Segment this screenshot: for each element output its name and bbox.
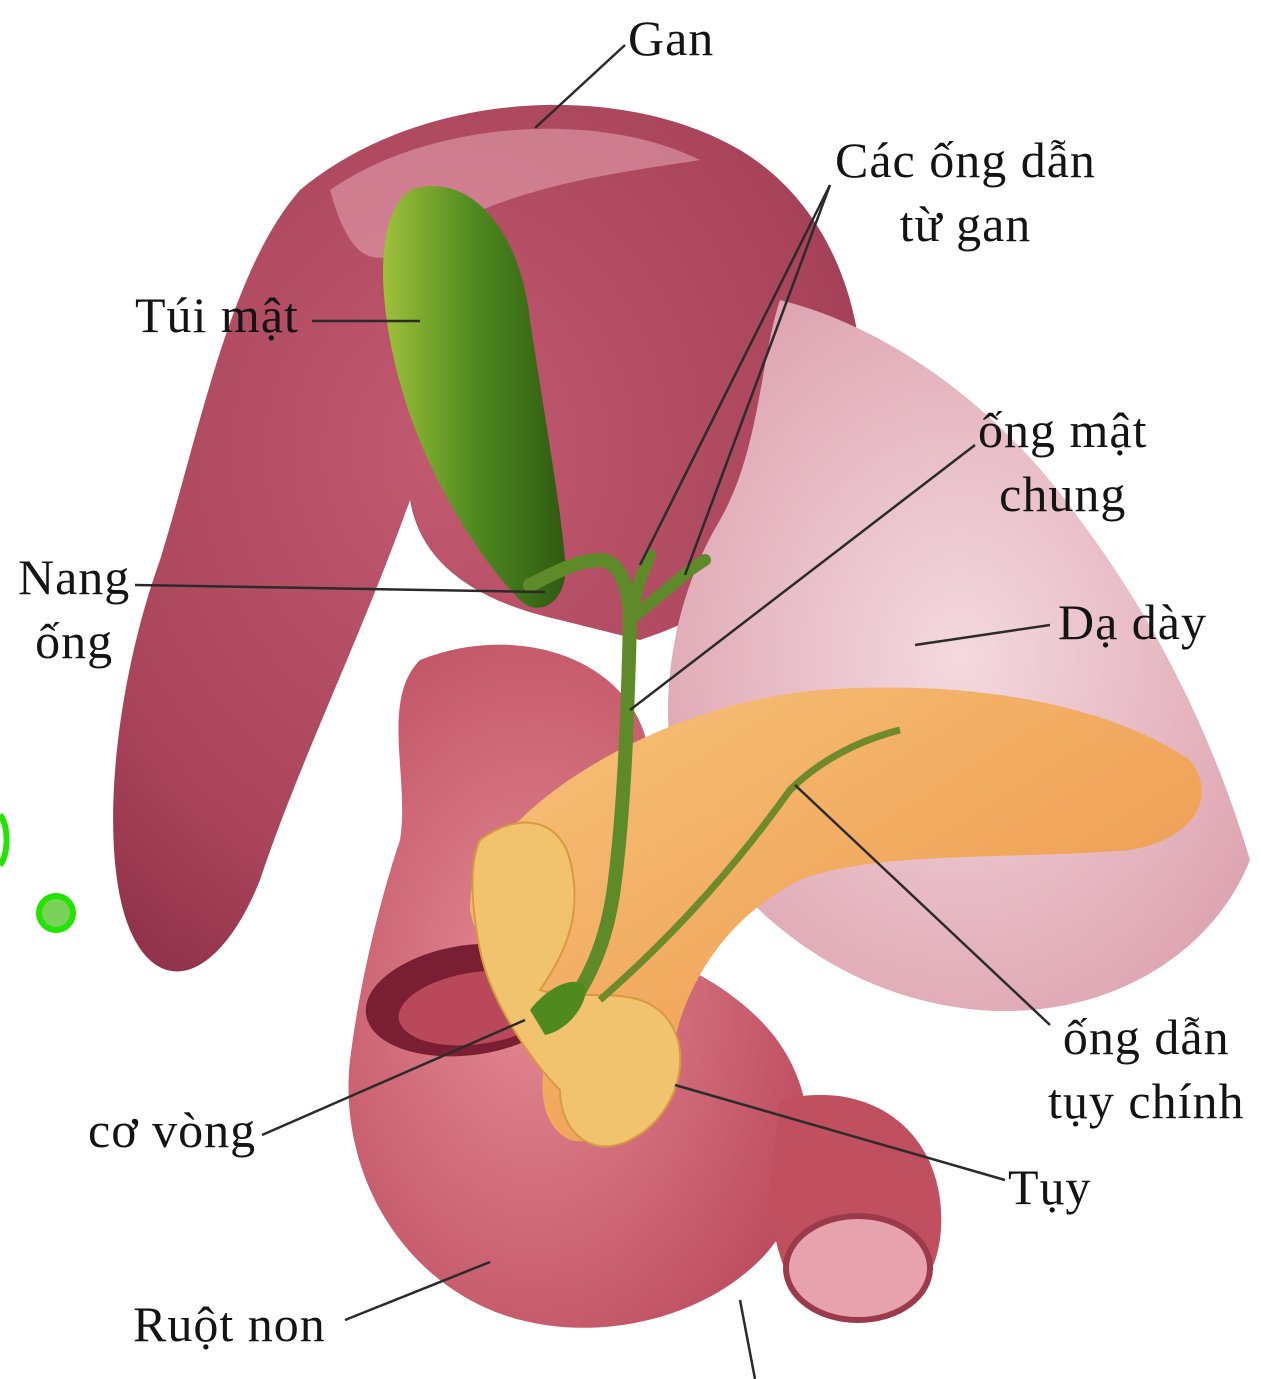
- label-ruot-non: Ruột non: [133, 1292, 326, 1356]
- label-ong-dan-tuy-chinh: ống dẫn tụy chính: [1048, 1005, 1244, 1133]
- label-co-vong: cơ vòng: [88, 1098, 256, 1162]
- label-nang-ong: Nang ống: [18, 545, 130, 673]
- marker-dot: [39, 896, 73, 930]
- label-tui-mat: Túi mật: [135, 283, 299, 347]
- label-ong-mat-chung: ống mật chung: [978, 398, 1147, 526]
- label-da-day: Dạ dày: [1058, 590, 1207, 654]
- marker-partial: [0, 815, 7, 865]
- label-cac-ong-dan-tu-gan: Các ống dẫn từ gan: [835, 128, 1096, 256]
- intestine-opening: [786, 1216, 930, 1320]
- leader-bottom: [740, 1300, 755, 1379]
- label-tuy: Tụy: [1008, 1155, 1092, 1219]
- label-gan: Gan: [628, 6, 714, 70]
